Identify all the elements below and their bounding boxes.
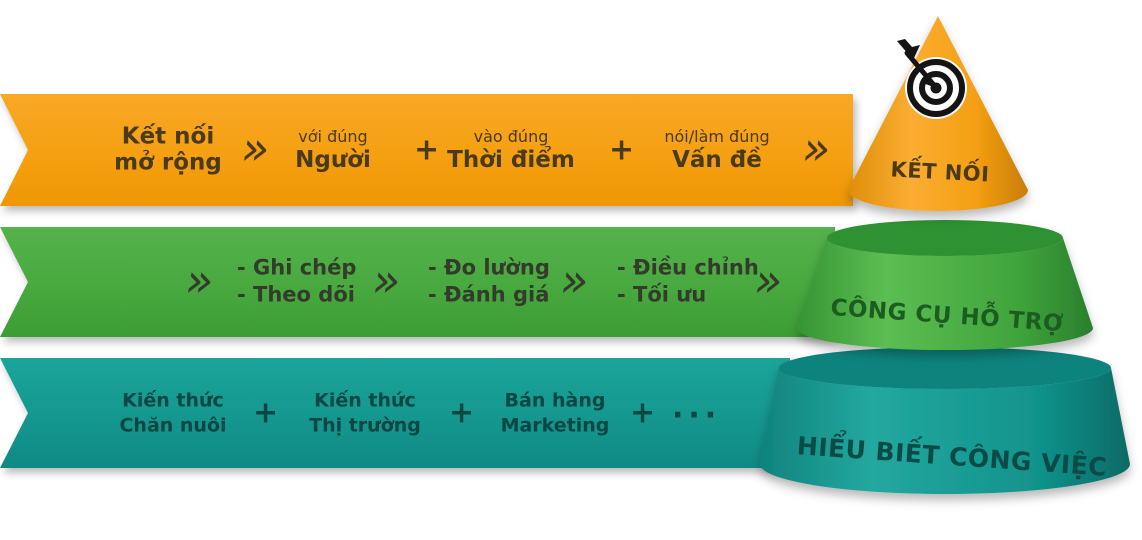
connect-item-right-person: với đúng Người	[273, 127, 393, 173]
connect-item-right-time: vào đúng Thời điểm	[446, 127, 576, 173]
tools-group-measure: - Đo lường - Đánh giá	[428, 255, 550, 310]
banner-tools: » - Ghi chép - Theo dõi » - Đo lường - Đ…	[0, 227, 835, 337]
banner-connect-ribbon	[0, 94, 853, 206]
ellipsis-icon: ...	[672, 390, 722, 426]
tools-group-line1: - Ghi chép	[237, 255, 357, 280]
knowledge-item-market: Kiến thức Thị trường	[300, 388, 430, 437]
knowledge-item-sales: Bán hàng Marketing	[495, 388, 615, 437]
tools-group-line1: - Điều chỉnh	[617, 255, 759, 280]
connect-item-right-topic: nói/làm đúng Vấn đề	[647, 127, 787, 173]
knowledge-item-line2: Thị trường	[309, 414, 421, 436]
knowledge-item-line1: Kiến thức	[314, 389, 416, 412]
banner-knowledge: Kiến thức Chăn nuôi + Kiến thức Thị trườ…	[0, 358, 790, 468]
banner-connect-shadow	[0, 94, 853, 206]
knowledge-item-line1: Kiến thức	[122, 389, 224, 412]
tools-group-line2: - Tối ưu	[617, 283, 707, 307]
knowledge-item-line1: Bán hàng	[504, 389, 606, 412]
connect-item-big-label: Thời điểm	[447, 146, 575, 173]
pyramid-tier-knowledge	[760, 347, 1130, 494]
plus-icon: +	[630, 395, 656, 431]
banner-knowledge-shadow	[0, 358, 790, 468]
pyramid-tier-tools	[797, 220, 1093, 350]
connect-item-small-label: nói/làm đúng	[664, 126, 770, 146]
connect-item-big-label: Người	[295, 146, 371, 173]
plus-icon: +	[609, 132, 635, 168]
connect-title: Kết nối mở rộng	[98, 124, 238, 177]
connect-item-small-label: với đúng	[298, 126, 368, 146]
banner-tools-shadow	[0, 227, 835, 337]
connect-item-small-label: vào đúng	[473, 126, 549, 146]
banner-knowledge-ribbon	[0, 358, 790, 468]
tools-group-record: - Ghi chép - Theo dõi	[237, 255, 356, 310]
plus-icon: +	[449, 395, 475, 431]
knowledge-item-livestock: Kiến thức Chăn nuôi	[108, 388, 238, 437]
tools-group-line2: - Đánh giá	[428, 283, 550, 307]
banner-connect: Kết nối mở rộng » với đúng Người + vào đ…	[0, 94, 853, 206]
connect-title-line1: Kết nối	[121, 123, 215, 150]
knowledge-item-line2: Marketing	[500, 414, 610, 436]
banner-tools-ribbon	[0, 227, 835, 337]
connect-title-line2: mở rộng	[114, 150, 222, 176]
connect-item-big-label: Vấn đề	[672, 146, 762, 173]
tools-group-line2: - Theo dõi	[237, 283, 355, 307]
tools-group-adjust: - Điều chỉnh - Tối ưu	[617, 255, 759, 310]
target-icon	[897, 39, 967, 119]
knowledge-item-line2: Chăn nuôi	[119, 414, 227, 436]
plus-icon: +	[414, 132, 440, 168]
tools-group-line1: - Đo lường	[428, 255, 550, 280]
plus-icon: +	[253, 395, 279, 431]
